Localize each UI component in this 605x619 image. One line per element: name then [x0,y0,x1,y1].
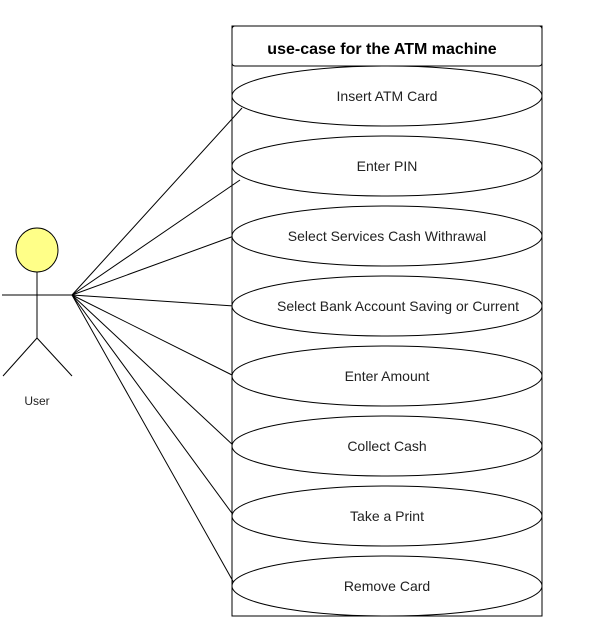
use-case-ellipse [231,555,543,617]
association-line [71,294,235,307]
use-case-label: Collect Cash [347,438,426,454]
use-case-label: Enter PIN [357,158,418,174]
association-line [71,294,235,584]
actor-right-leg [36,337,73,377]
use-case-ellipse [231,415,543,477]
use-case-2: Enter PIN [231,135,543,197]
association-line [71,294,235,517]
actor-user: User [2,227,73,408]
use-case-ellipse [231,345,543,407]
use-case-label: Take a Print [350,508,424,524]
actor-head [15,227,59,273]
use-case-ellipse [231,65,543,127]
use-case-7: Take a Print [231,485,543,547]
actor-left-leg [2,337,38,377]
use-case-8: Remove Card [231,555,543,617]
actor-label: User [24,394,49,408]
use-case-4: Select Bank Account Saving or Current [231,275,543,337]
association-line [71,179,241,296]
use-case-6: Collect Cash [231,415,543,477]
use-case-3: Select Services Cash Withrawal [231,205,543,267]
use-case-1: Insert ATM Card [231,65,543,127]
use-case-ellipse [231,275,543,337]
use-case-5: Enter Amount [231,345,543,407]
use-case-ellipse [231,135,543,197]
use-case-label: Remove Card [344,578,430,594]
use-case-ellipse [231,485,543,547]
association-line [71,294,235,447]
association-lines [71,107,243,584]
use-case-ellipse [231,205,543,267]
association-line [71,235,235,296]
use-case-label: Enter Amount [345,368,430,384]
use-case-label: Select Bank Account Saving or Current [277,298,519,314]
association-line [71,294,235,377]
use-case-label: Insert ATM Card [337,88,438,104]
diagram-title: use-case for the ATM machine [267,41,496,58]
use-case-label: Select Services Cash Withrawal [288,228,486,244]
association-line [71,107,243,296]
